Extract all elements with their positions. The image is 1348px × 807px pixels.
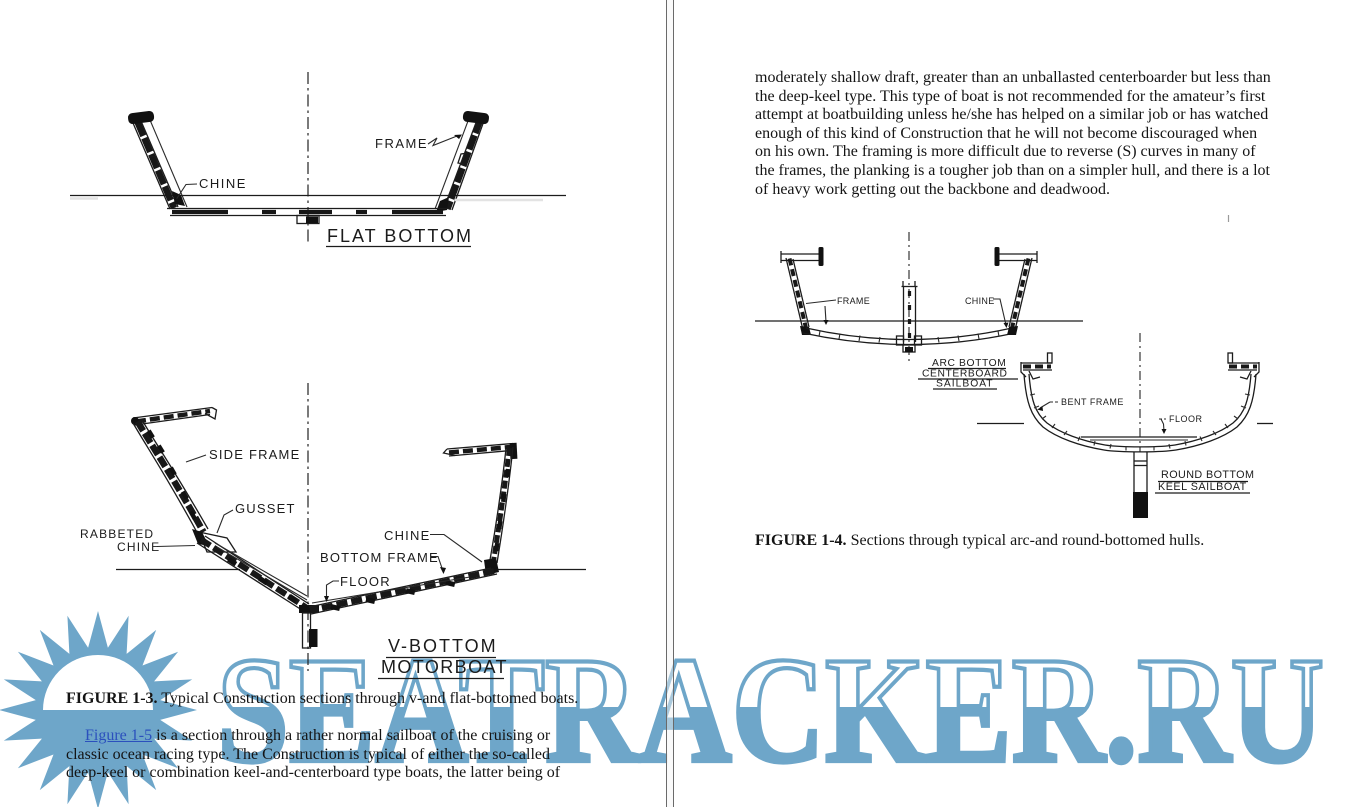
svg-text:SAILBOAT: SAILBOAT — [936, 379, 994, 390]
svg-text:CENTERBOARD: CENTERBOARD — [922, 369, 1008, 380]
svg-text:CHINE: CHINE — [965, 296, 995, 306]
svg-text:FLAT BOTTOM: FLAT BOTTOM — [327, 226, 473, 246]
svg-text:ARC BOTTOM: ARC BOTTOM — [932, 358, 1006, 369]
svg-text:CHINE: CHINE — [117, 540, 160, 554]
svg-text:RABBETED: RABBETED — [80, 527, 154, 541]
svg-text:BENT FRAME: BENT FRAME — [1061, 397, 1124, 407]
svg-text:SEATRACKER.RU: SEATRACKER.RU — [217, 626, 1324, 794]
svg-text:FLOOR: FLOOR — [340, 574, 391, 589]
svg-text:FLOOR: FLOOR — [1169, 414, 1203, 424]
svg-text:SIDE FRAME: SIDE FRAME — [209, 447, 300, 462]
svg-text:BOTTOM FRAME: BOTTOM FRAME — [320, 550, 439, 565]
svg-text:CHINE: CHINE — [384, 528, 430, 543]
svg-text:MOTORBOAT: MOTORBOAT — [381, 657, 508, 677]
svg-text:KEEL SAILBOAT: KEEL SAILBOAT — [1158, 481, 1247, 493]
svg-text:ROUND BOTTOM: ROUND BOTTOM — [1161, 469, 1254, 481]
svg-text:FRAME: FRAME — [837, 296, 870, 306]
svg-text:GUSSET: GUSSET — [235, 501, 296, 516]
svg-text:CHINE: CHINE — [199, 176, 247, 191]
svg-text:FRAME: FRAME — [375, 136, 428, 151]
svg-text:V-BOTTOM: V-BOTTOM — [388, 636, 498, 656]
